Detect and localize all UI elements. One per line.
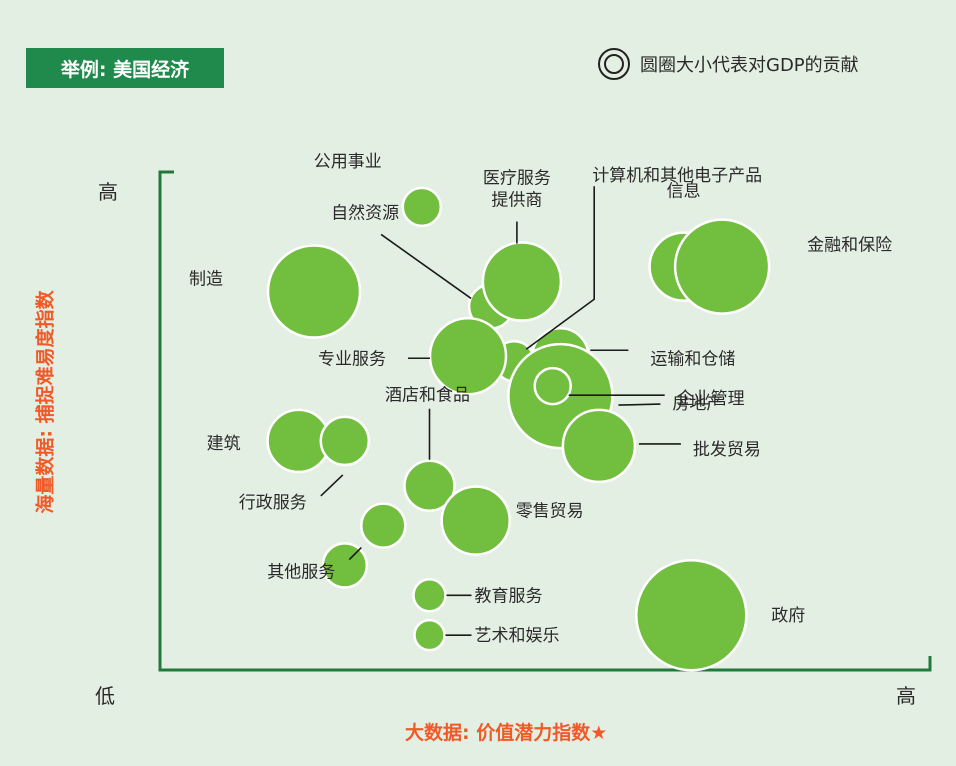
bubble-label: 自然资源 (331, 203, 399, 223)
bubble-label: 信息 (667, 182, 701, 202)
bubble-label: 酒店和食品 (385, 386, 470, 406)
y-tick-high: 高 (98, 180, 118, 204)
bubble-point (413, 618, 446, 652)
bubble-point (428, 317, 508, 396)
chart-title: 举例: 美国经济 (60, 58, 190, 81)
bubble-point (403, 459, 456, 512)
size-legend-text: 圆圈大小代表对GDP的贡献 (640, 55, 859, 76)
bubble-label: 企业管理 (677, 389, 745, 409)
bubble-label: 计算机和其他电子产品 (592, 166, 762, 186)
bubble-point (481, 241, 563, 322)
bubble-label: 公用事业 (314, 152, 382, 172)
leader-line (320, 474, 344, 497)
bubble-point (673, 218, 771, 315)
x-tick-high: 高 (896, 684, 916, 708)
bubble-label: 房地产 (672, 394, 723, 414)
x-axis-label: 大数据: 价值潜力指数★ (405, 722, 608, 744)
bubble-label: 建筑 (207, 434, 241, 454)
bubble-point (401, 186, 443, 228)
bubble-point (319, 415, 371, 467)
bubble-label: 艺术和娱乐 (475, 626, 560, 646)
concentric-circles-icon (598, 48, 630, 80)
bubble-point (321, 542, 369, 589)
bubble-label: 专业服务 (318, 349, 386, 369)
bubble-label: 金融和保险 (807, 236, 892, 256)
size-legend: 圆圈大小代表对GDP的贡献 (596, 44, 859, 84)
bubble-label: 制造 (189, 270, 223, 290)
bubble-label: 政府 (771, 606, 805, 626)
chart-title-badge: 举例: 美国经济 (26, 48, 224, 88)
bubble-label: 行政服务 (239, 493, 307, 513)
bubble-label: 其他服务 (267, 563, 335, 583)
leader-line (348, 547, 362, 561)
bubble-label: 运输和仓储 (650, 349, 735, 369)
bubble-point (635, 558, 748, 672)
bubble-label: 零售贸易 (516, 502, 584, 522)
bubble-point (412, 578, 447, 613)
bubble-point (533, 366, 572, 406)
x-tick-low: 低 (95, 684, 115, 708)
y-axis-label: 海量数据: 捕捉难易度指数 (34, 290, 57, 514)
leader-line (618, 403, 661, 406)
leader-line (380, 233, 472, 300)
bubble-label: 医疗服务提供商 (483, 169, 551, 211)
bubble-point (440, 485, 511, 556)
bubble-point (266, 244, 362, 339)
bubble-label: 教育服务 (475, 586, 543, 606)
bubble-label: 批发贸易 (693, 440, 761, 460)
axis-frame (158, 170, 932, 672)
bubble-point (360, 502, 407, 549)
bubble-point (561, 408, 637, 484)
leader-line (525, 186, 596, 350)
